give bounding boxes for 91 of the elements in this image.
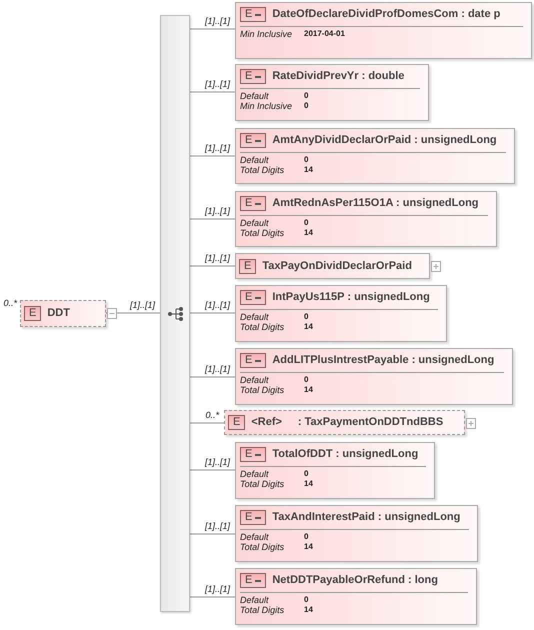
element-box xyxy=(235,128,515,184)
facet-value: 0 xyxy=(304,595,308,605)
edge-label: [1]..[1] xyxy=(204,143,231,153)
element-name: <Ref> xyxy=(251,415,282,430)
element-icon: E xyxy=(228,415,246,430)
facet-label: Min Inclusive xyxy=(240,29,294,39)
facet-label: Total Digits xyxy=(240,385,286,395)
element-icon: E xyxy=(240,510,266,525)
connector-line xyxy=(190,218,236,220)
element-box xyxy=(224,410,465,435)
element-box xyxy=(235,64,429,121)
edge-label: [1]..[1] xyxy=(128,300,156,310)
element-icon: E xyxy=(240,447,266,462)
edge-label: [1]..[1] xyxy=(204,79,231,89)
edge-label: [1]..[1] xyxy=(204,457,231,467)
facet-label: Total Digits xyxy=(240,479,286,489)
edge-label: [1]..[1] xyxy=(204,584,231,594)
edge-label: [1]..[1] xyxy=(204,300,231,310)
facet-label: Default xyxy=(240,91,270,101)
facet-label: Default xyxy=(240,312,270,322)
facet-value: 14 xyxy=(304,605,313,615)
facet-value: 14 xyxy=(304,165,313,175)
edge-label: [1]..[1] xyxy=(204,206,231,216)
element-icon: E xyxy=(240,290,266,305)
element-name: : TaxPaymentOnDDTndBBS xyxy=(298,415,444,430)
edge-label: 0..* xyxy=(204,410,220,420)
element-icon: E xyxy=(24,306,42,321)
edge-label: [1]..[1] xyxy=(204,16,231,26)
facet-value: 0 xyxy=(304,155,308,165)
facet-label: Total Digits xyxy=(240,322,286,332)
connector-line xyxy=(190,28,236,30)
facet-label: Total Digits xyxy=(240,605,286,615)
element-icon: E xyxy=(240,353,266,368)
element-name: TaxPayOnDividDeclarOrPaid xyxy=(262,258,412,274)
facet-label: Default xyxy=(240,532,270,542)
sequence-bar xyxy=(160,15,190,612)
facet-label: Total Digits xyxy=(240,165,286,175)
element-name: AddLITPlusIntrestPayable : unsignedLong xyxy=(272,353,494,367)
edge-label: [1]..[1] xyxy=(204,253,231,263)
element-name: RateDividPrevYr : double xyxy=(272,69,404,83)
edge-label: [1]..[1] xyxy=(204,364,231,374)
element-box xyxy=(235,568,477,625)
facet-value: 0 xyxy=(304,469,308,479)
connector-line xyxy=(190,422,224,424)
connector-line xyxy=(190,312,236,314)
facet-value: 0 xyxy=(304,91,308,101)
element-box xyxy=(235,253,430,279)
element-icon: E xyxy=(239,258,256,274)
element-name: DateOfDeclareDividProfDomesCom : date p xyxy=(272,7,500,21)
facet-label: Default xyxy=(240,375,270,385)
facet-value: 14 xyxy=(304,479,313,489)
facet-value: 14 xyxy=(304,322,313,332)
facet-label: Default xyxy=(240,218,270,228)
element-box xyxy=(235,505,478,562)
facet-label: Min Inclusive xyxy=(240,101,294,111)
element-box xyxy=(235,442,435,499)
element-icon: E xyxy=(240,573,266,588)
element-name: AmtRednAsPer115O1A : unsignedLong xyxy=(272,196,479,210)
element-icon: E xyxy=(240,196,266,211)
facet-label: Default xyxy=(240,469,270,479)
element-icon: E xyxy=(240,133,266,148)
element-name: TaxAndInterestPaid : unsignedLong xyxy=(272,510,460,524)
edge-label: [1]..[1] xyxy=(204,521,231,531)
element-name: NetDDTPayableOrRefund : long xyxy=(272,573,438,587)
element-box xyxy=(235,2,532,59)
facet-value: 2017-04-01 xyxy=(304,29,345,39)
element-box xyxy=(20,300,106,327)
cardinality-label: 0..* xyxy=(3,298,17,308)
facet-value: 0 xyxy=(304,101,308,111)
facet-value: 0 xyxy=(304,218,308,228)
facet-value: 14 xyxy=(304,385,313,395)
facet-value: 14 xyxy=(304,542,313,552)
element-box xyxy=(235,285,447,342)
element-name: IntPayUs115P : unsignedLong xyxy=(272,290,430,304)
facet-label: Default xyxy=(240,595,270,605)
connector-line xyxy=(190,376,236,378)
facet-label: Total Digits xyxy=(240,228,286,238)
element-name: DDT xyxy=(47,306,70,322)
element-box xyxy=(235,348,513,405)
element-icon: E xyxy=(240,7,266,22)
element-icon: E xyxy=(240,69,266,84)
facet-value: 0 xyxy=(304,312,308,322)
facet-value: 0 xyxy=(304,375,308,385)
element-name: TotalOfDDT : unsignedLong xyxy=(272,447,418,461)
connector-line xyxy=(190,596,236,598)
facet-value: 14 xyxy=(304,228,313,238)
facet-label: Total Digits xyxy=(240,542,286,552)
element-box xyxy=(235,191,497,247)
element-name: AmtAnyDividDeclarOrPaid : unsignedLong xyxy=(272,133,497,147)
facet-value: 0 xyxy=(304,532,308,542)
facet-label: Default xyxy=(240,155,270,165)
